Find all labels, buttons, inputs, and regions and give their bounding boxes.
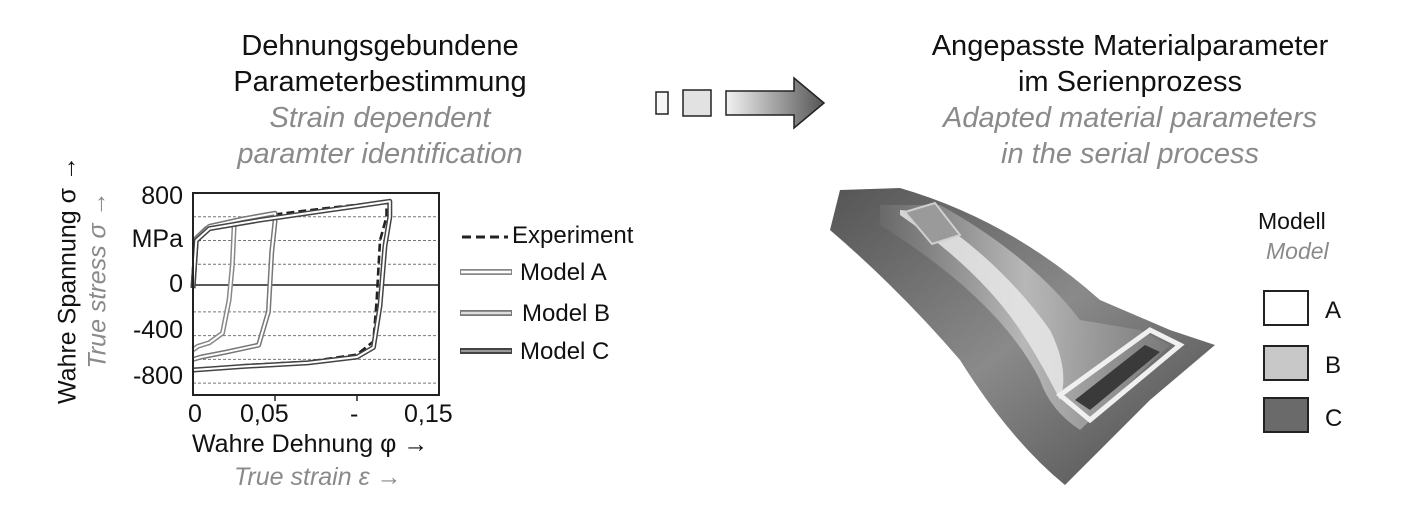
right-title-de-line1: Angepasste Materialparameter	[931, 30, 1329, 62]
x-axis-label-en: True strain ε →	[234, 463, 402, 491]
model-a-swatch	[1263, 290, 1309, 326]
left-title-block: Dehnungsgebundene Parameterbestimmung St…	[180, 28, 580, 172]
y-tick-label: MPa	[131, 225, 183, 253]
x-tick-label: 0,05	[240, 400, 289, 428]
y-axis-label-de: Wahre Spannung σ →	[53, 156, 82, 404]
right-title-en-line1: Adapted material parameters	[943, 102, 1317, 134]
legend-model-a-label: Model A	[520, 259, 607, 286]
series-model-a	[190, 219, 237, 352]
y-tick-label: -800	[132, 362, 183, 390]
part-body	[830, 188, 1215, 485]
part-ridge	[880, 205, 1170, 430]
x-axis-label-de: Wahre Dehnung φ →	[192, 430, 429, 458]
model-c-swatch	[1263, 397, 1309, 433]
plot-frame	[192, 192, 440, 396]
model-b-swatch	[1263, 345, 1309, 381]
x-tick-label: 0,15	[404, 400, 453, 428]
process-arrow	[655, 76, 826, 130]
series-experiment	[191, 199, 388, 373]
part-highlight	[900, 210, 1064, 400]
legend-model-c-label: Model C	[520, 338, 610, 365]
chart-legend	[460, 235, 512, 354]
reference-lines	[193, 216, 439, 384]
left-title-en-line1: Strain dependent	[269, 102, 491, 134]
left-title-en-line2: paramter identification	[237, 138, 523, 170]
model-c-label: C	[1325, 405, 1343, 432]
part-end-frame	[1055, 327, 1185, 424]
part-tab	[903, 201, 962, 246]
right-title-block: Angepasste Materialparameter im Serienpr…	[880, 28, 1380, 172]
x-tick-label: -	[350, 400, 359, 428]
arrow-block-small	[655, 91, 669, 115]
y-tick-label: 800	[141, 182, 183, 210]
model-legend-title-de: Modell	[1258, 208, 1326, 234]
y-tick-label: -400	[132, 316, 183, 344]
part-end-inner	[1075, 345, 1160, 410]
legend-model-b-label: Model B	[522, 300, 611, 327]
model-b-label: B	[1325, 352, 1342, 379]
right-title-de-line2: im Serienprozess	[1017, 66, 1243, 98]
y-tick-label: 0	[169, 270, 183, 298]
right-title-en-line2: in the serial process	[1001, 138, 1259, 170]
series-model-c-inner	[192, 200, 391, 371]
formed-part-illustration	[830, 188, 1215, 485]
curves-group	[190, 198, 393, 373]
series-model-a-inner	[192, 220, 235, 351]
series-model-b	[190, 210, 278, 362]
series-model-c	[190, 198, 393, 373]
model-legend-title-en: Model	[1266, 238, 1329, 264]
arrow-block-medium	[682, 89, 712, 117]
model-a-label: A	[1325, 297, 1342, 324]
legend-experiment-label: Experiment	[512, 222, 634, 249]
left-title-de-line1: Dehnungsgebundene	[241, 30, 519, 62]
left-title-de-line2: Parameterbestimmung	[233, 66, 527, 98]
series-model-b-inner	[192, 212, 276, 361]
arrow-shape	[725, 76, 826, 130]
x-tick-label: 0	[188, 400, 202, 428]
